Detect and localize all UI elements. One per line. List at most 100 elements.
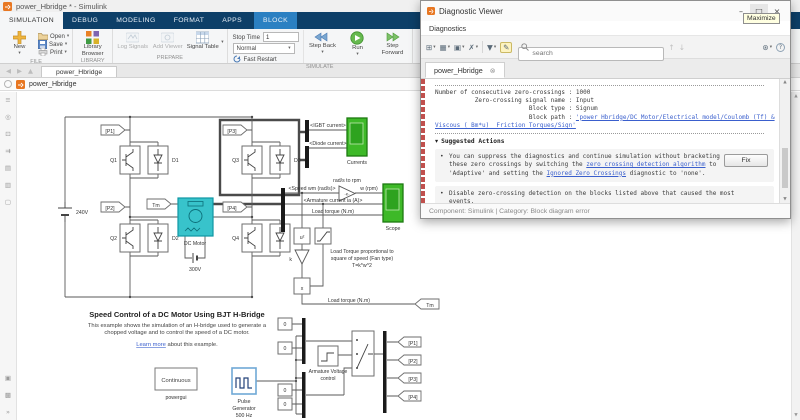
viewmarks-icon[interactable]: ▣ (4, 374, 12, 382)
currents-scope-block[interactable] (346, 117, 368, 157)
run-button[interactable]: Run ▾ (341, 30, 374, 63)
hide-browser-icon[interactable]: ≡ (5, 96, 11, 104)
new-window-button[interactable]: ⊞▾ (426, 43, 436, 52)
browser-toggle-icon[interactable] (4, 80, 12, 88)
dc-source-300v[interactable] (192, 253, 198, 263)
library-browser-button[interactable]: Library Browser (76, 30, 109, 57)
mux-top[interactable] (302, 318, 306, 364)
powergui-block[interactable]: Continuous (154, 367, 198, 391)
diode-current-bus[interactable] (305, 146, 309, 168)
demux-gates[interactable] (383, 331, 387, 413)
copy-button[interactable]: ▣▾ (454, 43, 464, 52)
learn-more-link[interactable]: Learn more (136, 342, 166, 348)
constant-block-1[interactable]: 0 (277, 317, 293, 331)
breadcrumb-model-name[interactable]: power_Hbridge (29, 80, 77, 88)
from-tag-tm[interactable]: Tm (146, 198, 172, 210)
fit-to-view-icon[interactable]: ⊡ (5, 130, 11, 138)
find-next-icon[interactable]: ↓ (678, 42, 686, 52)
q3-block[interactable] (241, 145, 263, 175)
constant-block-4[interactable]: 0 (277, 397, 293, 411)
from-tag-p2[interactable]: [P2] (100, 201, 126, 213)
scrollbar-thumb[interactable] (782, 148, 788, 189)
dv-title-bar[interactable]: Diagnostic Viewer – □ × (421, 1, 790, 21)
zoom-icon[interactable]: ◎ (5, 113, 11, 121)
fast-restart-toggle[interactable]: Fast Restart (233, 55, 299, 63)
from-tag-p1[interactable]: [P1] (100, 124, 126, 136)
simulation-mode-dropdown[interactable]: Normal ▾ (232, 43, 295, 54)
scroll-up-icon[interactable]: ▲ (794, 94, 798, 99)
d1-block[interactable] (147, 145, 169, 175)
prepare-overflow-icon[interactable]: ▾ (221, 39, 224, 45)
new-button[interactable]: New ▾ (3, 30, 36, 58)
pulse-generator-block[interactable] (231, 367, 257, 395)
q4-block[interactable] (241, 223, 263, 253)
expand-palette-icon[interactable]: » (6, 408, 10, 416)
step-forward-button[interactable]: Step Forward (376, 30, 409, 63)
save-log-button[interactable]: ▦▾ (440, 43, 450, 52)
dc-source-240v[interactable] (58, 202, 72, 222)
goto-tag-p4[interactable]: [P4] (397, 390, 422, 402)
area-icon[interactable]: ▢ (4, 198, 12, 206)
goto-tag-p1[interactable]: [P1] (397, 336, 422, 348)
save-button[interactable]: Save ▾ (38, 39, 69, 49)
d4-block[interactable] (269, 223, 291, 253)
step-back-button[interactable]: Step Back ▾ (306, 30, 339, 63)
saturation-block[interactable] (314, 227, 332, 245)
square-block[interactable]: u² (293, 227, 311, 245)
model-document-tab[interactable]: power_Hbridge (41, 66, 118, 77)
ignored-zero-crossings-link[interactable]: Ignored Zero Crossings (546, 169, 627, 177)
goto-tag-p2[interactable]: [P2] (397, 354, 422, 366)
dv-scrollbar[interactable]: ▲ ▼ (779, 79, 790, 203)
block-path-link-continued[interactable]: Viscous ( Bm*u) Friction Torques/Sign' (435, 121, 576, 129)
mux-bottom[interactable] (302, 372, 306, 418)
q2-block[interactable] (119, 223, 141, 253)
nav-forward-icon[interactable]: ▶ (17, 67, 22, 75)
dv-menu-diagnostics[interactable]: Diagnostics (429, 23, 467, 33)
annotation-icon[interactable]: ▤ (4, 164, 12, 172)
find-previous-icon[interactable]: ↑ (668, 42, 675, 52)
tab-block[interactable]: BLOCK (254, 12, 298, 29)
tab-debug[interactable]: DEBUG (72, 17, 99, 24)
search-input[interactable] (518, 46, 665, 61)
from-tag-p4[interactable]: [P4] (222, 201, 248, 213)
constant-block-2[interactable]: 0 (277, 341, 293, 355)
print-button[interactable]: Print ▾ (38, 48, 69, 56)
tab-close-icon[interactable]: ⊗ (489, 66, 496, 75)
block-path-link[interactable]: 'power_Hbridge/DC Motor/Electrical model… (575, 113, 775, 121)
goto-tag-p3[interactable]: [P3] (397, 372, 422, 384)
gain-k-block[interactable] (294, 249, 310, 266)
switch-block[interactable] (351, 330, 375, 377)
clear-button[interactable]: ✗▾ (468, 43, 478, 52)
tab-modeling[interactable]: MODELING (116, 17, 156, 24)
filter-button[interactable]: ▼▾ (487, 43, 496, 52)
help-icon[interactable]: ? (776, 42, 785, 52)
close-icon[interactable]: × (773, 6, 781, 16)
tab-simulation[interactable]: SIMULATION (0, 12, 64, 29)
d3-block[interactable] (269, 145, 291, 175)
fix-button[interactable]: Fix (724, 154, 768, 168)
highlight-button[interactable]: ✎ (500, 41, 513, 53)
suggested-actions-header[interactable]: ▾ Suggested Actions (435, 138, 774, 146)
from-tag-p3[interactable]: [P3] (222, 124, 248, 136)
zoom-preview-icon[interactable]: ▩ (4, 391, 12, 399)
scope-block[interactable] (382, 183, 404, 223)
q1-block[interactable] (119, 145, 141, 175)
zero-crossing-algorithm-link[interactable]: zero crossing detection algorithm (586, 161, 706, 169)
dc-motor-block[interactable] (177, 197, 214, 237)
gain-block[interactable]: -K- (338, 185, 357, 202)
log-signals-button[interactable]: Log Signals (116, 30, 149, 54)
update-diagram-icon[interactable]: ⇉ (5, 147, 11, 155)
settings-button[interactable]: ⊛▾ (762, 43, 772, 52)
d2-block[interactable] (147, 223, 169, 253)
goto-tag-tm[interactable]: Tm (414, 298, 440, 310)
scroll-down-icon[interactable]: ▼ (794, 413, 798, 418)
measurement-demux[interactable] (281, 188, 285, 232)
armature-voltage-block[interactable] (317, 345, 339, 367)
canvas-scrollbar[interactable]: ▲ ▼ (791, 92, 800, 420)
tab-apps[interactable]: APPS (222, 17, 243, 24)
nav-up-icon[interactable]: ▲ (28, 67, 33, 75)
dv-model-tab[interactable]: power_Hbridge ⊗ (425, 62, 505, 78)
add-viewer-button[interactable]: Add Viewer (151, 30, 184, 54)
igbt-current-bus[interactable] (305, 120, 309, 142)
nav-back-icon[interactable]: ◀ (6, 67, 11, 75)
